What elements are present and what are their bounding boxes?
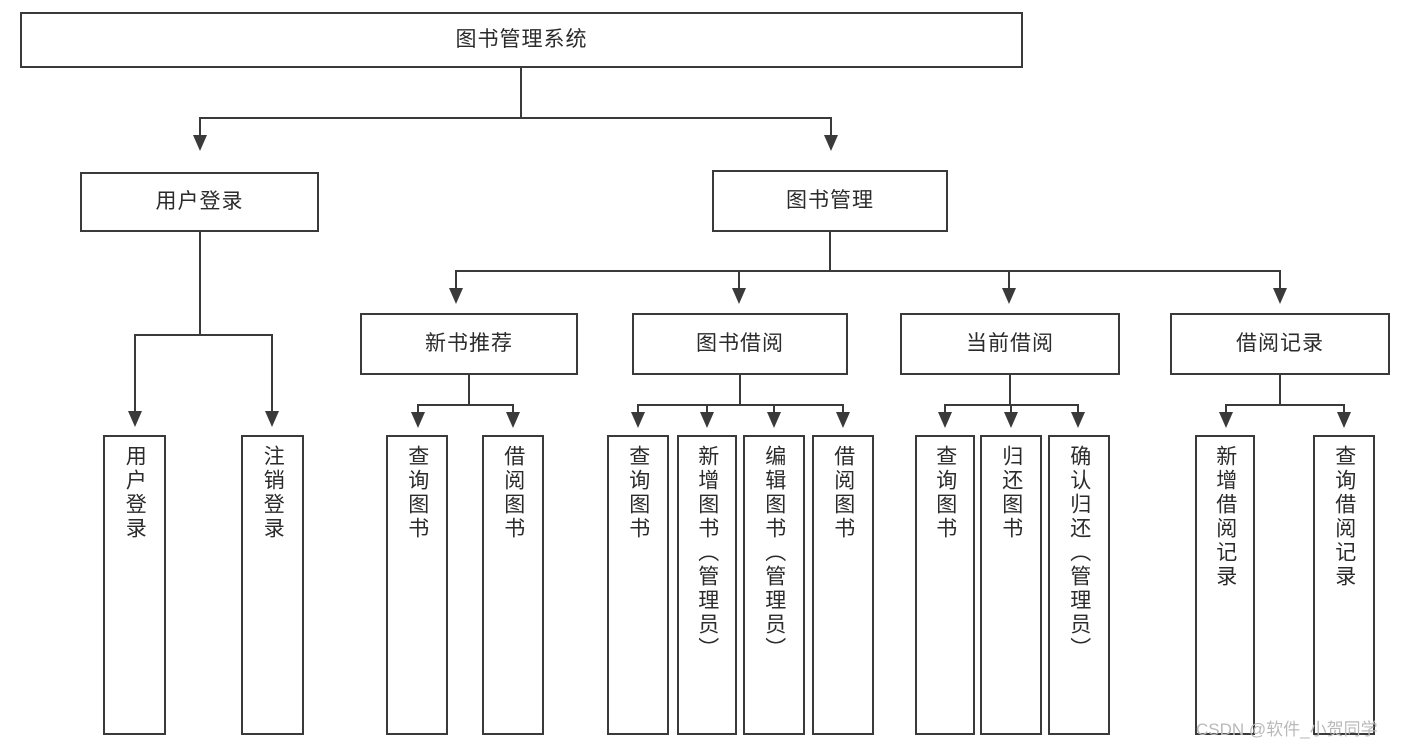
arrow-bb-3 (767, 412, 781, 428)
connector-borrow-record-stem (1279, 375, 1281, 406)
node-label: 注销登录 (261, 445, 285, 541)
connector-drop-cb-2 (1010, 404, 1012, 414)
connector-level1-bus (199, 117, 832, 119)
node-label: 借阅图书 (501, 445, 525, 541)
node-label: 图书借阅 (696, 332, 784, 356)
node-label: 当前借阅 (966, 332, 1054, 356)
connector-drop-br-2 (1343, 404, 1345, 414)
node-borrowing-record[interactable]: 借阅记录 (1170, 313, 1390, 375)
node-label: 新书推荐 (425, 332, 513, 356)
arrow-bb-4 (836, 412, 850, 428)
node-label: 确认归还（管理员） (1067, 445, 1091, 661)
arrow-current-borrow (1002, 288, 1016, 304)
connector-book-management-stem (829, 232, 831, 272)
arrow-nbr-1 (411, 412, 425, 428)
node-label: 图书管理系统 (455, 28, 588, 52)
arrow-br-1 (1219, 412, 1233, 428)
node-book-borrowing[interactable]: 图书借阅 (632, 313, 848, 375)
node-label: 查询图书 (933, 445, 957, 541)
arrow-bb-1 (631, 412, 645, 428)
node-label: 查询图书 (405, 445, 429, 541)
connector-borrow-record-bus (1225, 404, 1345, 406)
node-user-login[interactable]: 用户登录 (80, 172, 319, 232)
connector-current-borrow-stem (1009, 375, 1011, 406)
arrow-book-management (824, 135, 838, 151)
arrow-borrow-record (1273, 288, 1287, 304)
connector-new-book-rec-stem (468, 375, 470, 406)
node-leaf-return-books[interactable]: 归还图书 (980, 435, 1042, 735)
arrow-bb-2 (700, 412, 714, 428)
node-root-book-management-system[interactable]: 图书管理系统 (20, 12, 1023, 68)
connector-root-stem (520, 68, 522, 117)
node-leaf-user-login[interactable]: 用户登录 (103, 435, 166, 735)
connector-drop-nbr-1 (417, 404, 419, 414)
node-label: 借阅记录 (1236, 332, 1324, 356)
arrow-new-book-rec (449, 288, 463, 304)
connector-drop-bb-2 (706, 404, 708, 414)
connector-drop-nbr-2 (512, 404, 514, 414)
connector-drop-cb-3 (1077, 404, 1079, 414)
node-leaf-logout[interactable]: 注销登录 (241, 435, 304, 735)
node-label: 用户登录 (123, 445, 147, 541)
node-leaf-add-borrow-record[interactable]: 新增借阅记录 (1195, 435, 1255, 735)
connector-user-login-bus (134, 334, 273, 336)
connector-drop-cb-1 (944, 404, 946, 414)
connector-drop-bb-4 (842, 404, 844, 414)
node-label: 归还图书 (999, 445, 1023, 541)
node-label: 用户登录 (155, 190, 244, 214)
node-label: 查询图书 (626, 445, 650, 541)
arrow-user-login (193, 135, 207, 151)
node-leaf-edit-book-admin[interactable]: 编辑图书（管理员） (743, 435, 805, 735)
connector-drop-borrow-record (1279, 270, 1281, 290)
node-label: 新增图书（管理员） (695, 445, 719, 661)
connector-level2-bus (455, 270, 1281, 272)
node-leaf-query-books-bb[interactable]: 查询图书 (607, 435, 669, 735)
connector-drop-book-management (830, 117, 832, 137)
node-label: 编辑图书（管理员） (762, 445, 786, 661)
node-leaf-query-borrow-record[interactable]: 查询借阅记录 (1313, 435, 1375, 735)
connector-drop-new-book-rec (455, 270, 457, 290)
connector-drop-user-login (199, 117, 201, 137)
arrow-book-borrow (732, 288, 746, 304)
connector-drop-bb-1 (637, 404, 639, 414)
node-book-management[interactable]: 图书管理 (712, 170, 948, 232)
node-new-book-recommendation[interactable]: 新书推荐 (360, 313, 578, 375)
arrow-leaf-logout (265, 411, 279, 427)
arrow-nbr-2 (506, 412, 520, 428)
connector-book-borrow-bus (637, 404, 843, 406)
connector-drop-bb-3 (773, 404, 775, 414)
node-current-borrowing[interactable]: 当前借阅 (900, 313, 1120, 375)
node-label: 新增借阅记录 (1213, 445, 1237, 589)
arrow-cb-3 (1071, 412, 1085, 428)
node-leaf-borrow-books-nbr[interactable]: 借阅图书 (482, 435, 544, 735)
arrow-cb-1 (938, 412, 952, 428)
node-leaf-add-book-admin[interactable]: 新增图书（管理员） (677, 435, 737, 735)
connector-book-borrow-stem (739, 375, 741, 406)
node-label: 查询借阅记录 (1332, 445, 1356, 589)
node-leaf-borrow-books-bb[interactable]: 借阅图书 (812, 435, 874, 735)
node-leaf-query-books-nbr[interactable]: 查询图书 (386, 435, 448, 735)
node-label: 图书管理 (786, 189, 874, 213)
connector-drop-leaf-logout (271, 334, 273, 413)
node-label: 借阅图书 (831, 445, 855, 541)
connector-drop-current-borrow (1008, 270, 1010, 290)
arrow-br-2 (1337, 412, 1351, 428)
csdn-watermark: CSDN @软件_小贺同学 (1196, 715, 1378, 740)
connector-user-login-stem (199, 232, 201, 336)
arrow-cb-2 (1004, 412, 1018, 428)
node-leaf-confirm-return-admin[interactable]: 确认归还（管理员） (1048, 435, 1110, 735)
node-leaf-query-books-cb[interactable]: 查询图书 (915, 435, 975, 735)
watermark-text: CSDN @软件_小贺同学 (1196, 720, 1378, 739)
connector-drop-br-1 (1225, 404, 1227, 414)
connector-new-book-rec-bus (417, 404, 513, 406)
arrow-leaf-user-login (128, 411, 142, 427)
connector-drop-book-borrow (738, 270, 740, 290)
connector-drop-leaf-user-login (134, 334, 136, 413)
